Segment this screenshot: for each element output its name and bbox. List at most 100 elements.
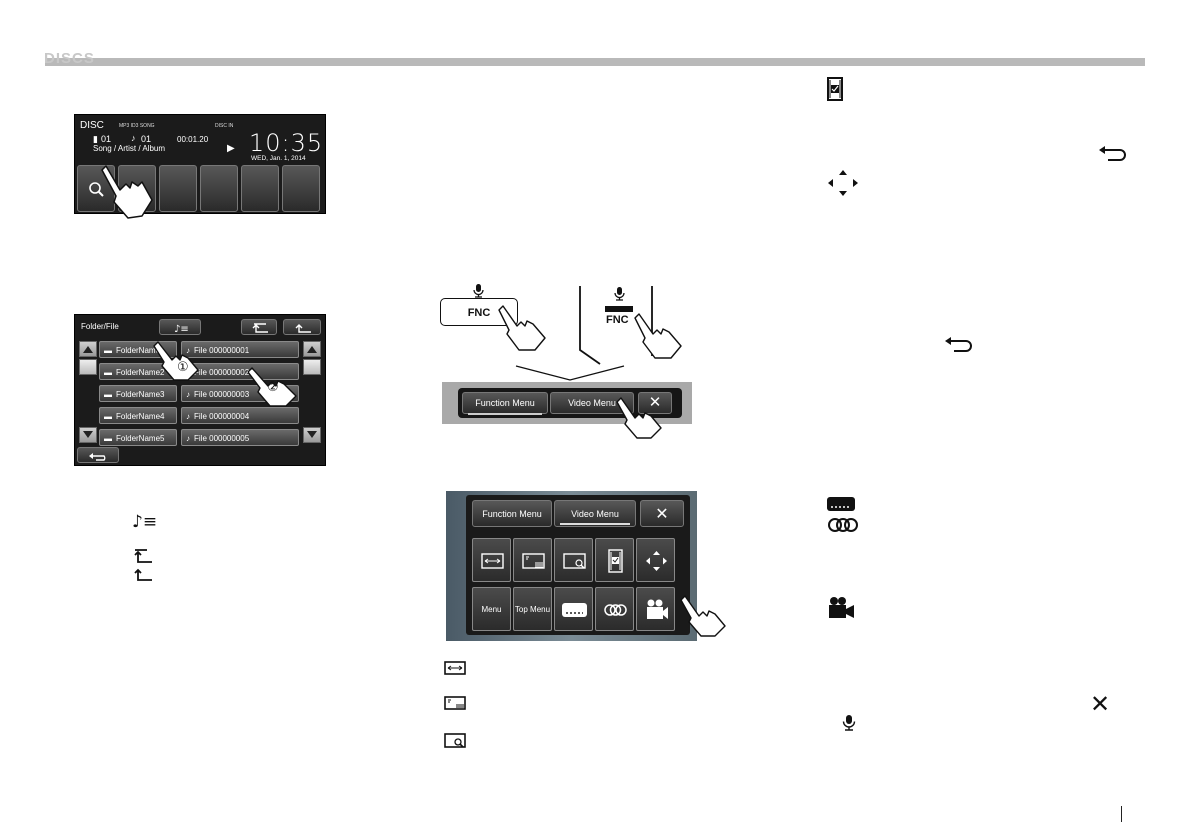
hand-pointer-icon [498, 305, 546, 351]
film-check-button[interactable] [595, 538, 634, 582]
camera-angle-icon [647, 599, 668, 619]
date: WED, Jan. 1, 2014 [251, 155, 306, 162]
arrow-down-icon [307, 431, 317, 438]
aspect-ratio-button[interactable] [472, 538, 511, 582]
svg-text:♪≡: ♪≡ [132, 512, 157, 532]
video-menu-tab[interactable]: Video Menu [554, 500, 636, 527]
folder-item[interactable]: ▬ FolderName5 [99, 429, 177, 446]
zoom-button[interactable] [554, 538, 593, 582]
top-menu-button[interactable]: Top Menu [513, 587, 552, 631]
file-item[interactable]: ♪File 000000002 [181, 363, 299, 380]
down-arrow-icon [515, 365, 625, 381]
fnc-panel-key[interactable] [605, 306, 633, 312]
zoom-icon [563, 553, 586, 569]
note-icon: ♪ [186, 412, 190, 421]
picture-adjust-button[interactable] [513, 538, 552, 582]
folder-file-screen: Folder/File ♪≡ ▬ FolderName1 ▬FolderName2… [74, 314, 326, 466]
section-header: DISCS [44, 50, 95, 67]
song-info: Song / Artist / Album [93, 144, 166, 153]
folder-name: FolderName5 [116, 434, 165, 443]
close-icon: ✕ [1090, 691, 1111, 718]
step-1-marker: ① [177, 359, 189, 374]
upper-folder-button[interactable] [283, 319, 321, 335]
scroll-up-right[interactable] [303, 341, 321, 357]
function-menu-tab[interactable]: Function Menu [462, 392, 548, 414]
folder-name: FolderName4 [116, 412, 165, 421]
svg-text:♪≡: ♪≡ [174, 324, 189, 335]
arrow-up-icon [83, 346, 93, 353]
note-icon: ♪ [186, 434, 190, 443]
header-rule [45, 58, 1145, 66]
upper-folder-icon [295, 324, 311, 333]
subtitle-icon [562, 603, 587, 617]
folder-item[interactable]: ▬FolderName2 [99, 363, 177, 380]
return-icon [945, 337, 972, 352]
film-check-icon [827, 77, 843, 101]
source-label: DISC [80, 120, 104, 131]
scroll-up-left[interactable] [79, 341, 97, 357]
return-icon [1099, 146, 1126, 161]
fnc-label: FNC [467, 307, 491, 319]
file-name: File 000000004 [194, 412, 250, 421]
folder-item[interactable]: ▬FolderName3 [99, 385, 177, 402]
cursor-button[interactable] [636, 538, 675, 582]
file-item[interactable]: ♪File 000000005 [181, 429, 299, 446]
file-name: File 000000001 [194, 346, 250, 355]
microphone-icon [842, 715, 856, 731]
aspect-ratio-icon [444, 661, 466, 675]
menu-button[interactable]: Menu [472, 587, 511, 631]
music-list-icon: ♪≡ [174, 324, 189, 335]
hand-pointer-icon [680, 595, 726, 637]
file-item[interactable]: ♪ File 000000004 [181, 407, 299, 424]
subtitle-button[interactable] [554, 587, 593, 631]
hand-pointer-icon [616, 397, 662, 439]
direction-arrows-icon [828, 170, 858, 196]
top-folder-icon [134, 549, 152, 563]
soft-button-5[interactable] [241, 165, 279, 212]
function-menu-tab[interactable]: Function Menu [472, 500, 552, 527]
soft-button-3[interactable] [159, 165, 197, 212]
arrow-up-icon [307, 346, 317, 353]
list-title: Folder/File [81, 322, 119, 331]
play-icon: ▶ [227, 143, 235, 154]
folder-name: FolderName3 [116, 390, 165, 399]
folder-icon: ▬ [104, 434, 112, 443]
hand-pointer-icon [101, 165, 153, 219]
angle-button[interactable] [636, 587, 675, 631]
close-button[interactable]: ✕ [638, 392, 672, 414]
folder-name: FolderName1 [116, 346, 165, 355]
return-icon [89, 453, 106, 461]
file-name: File 000000003 [194, 390, 250, 399]
top-folder-button[interactable] [241, 319, 277, 335]
fnc-button[interactable]: FNC [440, 298, 518, 326]
audio-language-icon [604, 604, 627, 616]
scroll-down-right[interactable] [303, 427, 321, 443]
hand-pointer-icon [634, 313, 682, 359]
audio-language-button[interactable] [595, 587, 634, 631]
soft-button-4[interactable] [200, 165, 238, 212]
soft-button-6[interactable] [282, 165, 320, 212]
folder-icon: ▮ [93, 134, 98, 144]
music-list-button[interactable]: ♪≡ [159, 319, 201, 335]
fnc-panel-label: FNC [606, 314, 629, 326]
close-icon: ✕ [648, 394, 662, 411]
folder-item[interactable]: ▬FolderName4 [99, 407, 177, 424]
folder-icon: ▬ [104, 346, 112, 355]
file-name: File 000000002 [194, 368, 250, 377]
scroll-down-left[interactable] [79, 427, 97, 443]
hand-pointer-icon [153, 341, 199, 381]
film-check-icon [608, 549, 623, 573]
file-item[interactable]: ♪File 000000001 [181, 341, 299, 358]
video-menu-tab[interactable]: Video Menu [550, 392, 634, 414]
format-badge: MP3 ID3 SONG [119, 123, 155, 129]
disc-in-badge: DISC IN [215, 123, 234, 129]
return-button[interactable] [77, 447, 119, 463]
page-divider [1121, 806, 1122, 822]
camera-angle-icon [829, 597, 854, 618]
scroll-thumb-left[interactable] [79, 359, 97, 375]
scroll-thumb-right[interactable] [303, 359, 321, 375]
music-list-icon: ♪≡ [132, 512, 157, 532]
microphone-icon [473, 284, 484, 298]
track-number: 01 [141, 134, 152, 144]
close-button[interactable]: ✕ [640, 500, 684, 527]
